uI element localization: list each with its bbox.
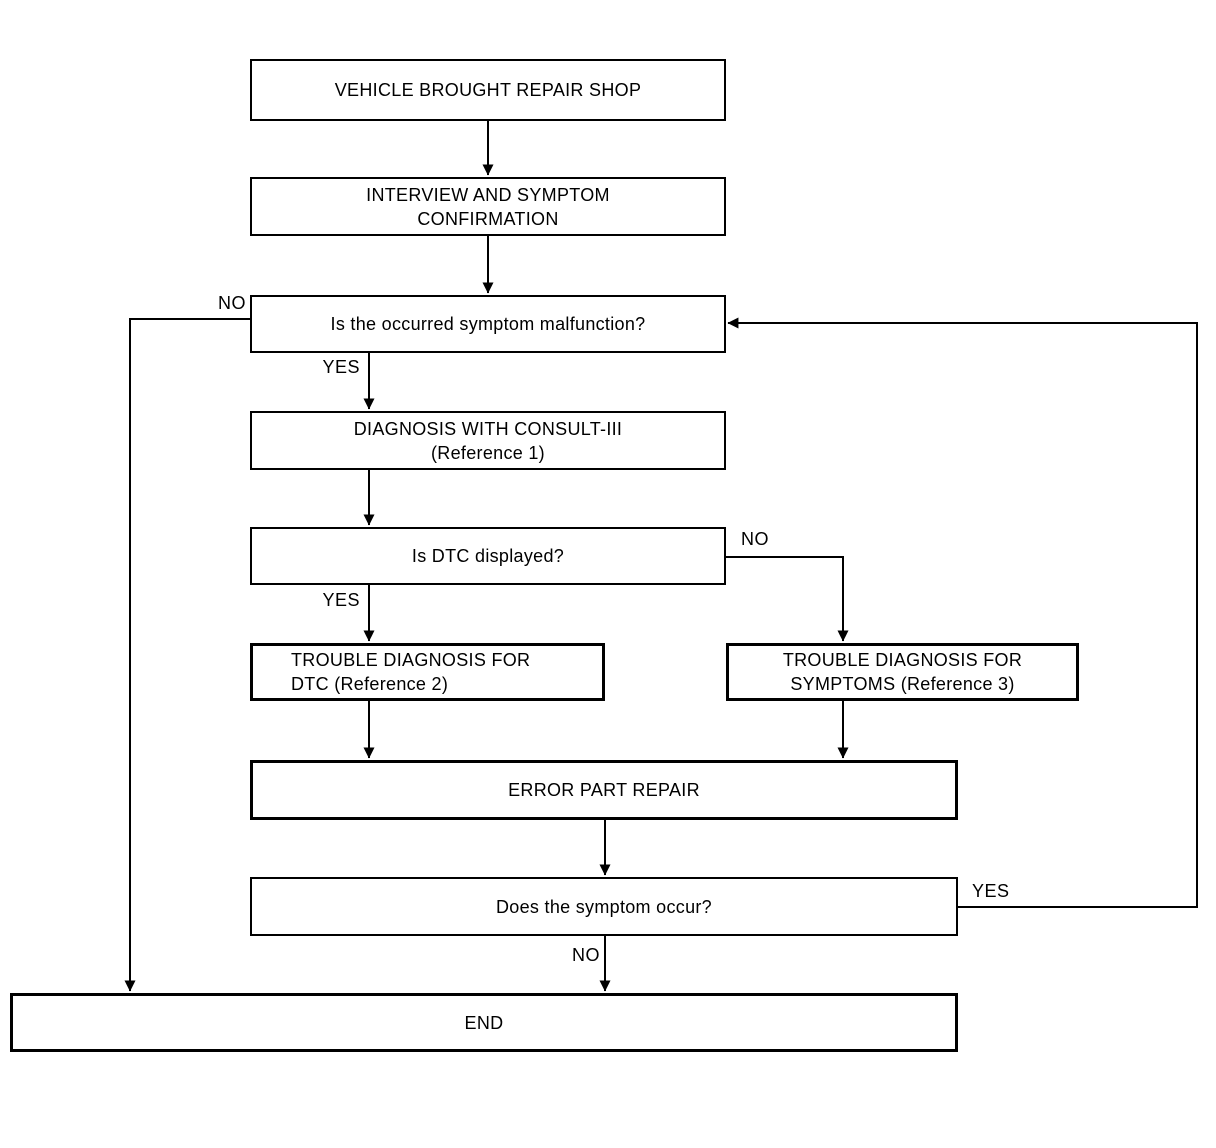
node-diagnosis-with-consult-iii: DIAGNOSIS WITH CONSULT-III (Reference 1) (250, 411, 726, 470)
node-end: END (10, 993, 958, 1052)
node-label: Is the occurred symptom malfunction? (330, 314, 646, 334)
node-interview-and-symptom-confirmation: INTERVIEW AND SYMPTOM CONFIRMATION (250, 177, 726, 236)
node-label-line1: TROUBLE DIAGNOSIS FOR (782, 650, 1023, 670)
node-label-line1: INTERVIEW AND SYMPTOM (366, 184, 610, 205)
node-is-occurred-symptom-malfunction: Is the occurred symptom malfunction? (250, 295, 726, 353)
node-label-line2: (Reference 1) (431, 442, 545, 463)
edge-dtc-no-to-trouble-symptoms (726, 556, 849, 642)
node-is-dtc-displayed: Is DTC displayed? (250, 527, 726, 585)
node-does-the-symptom-occur: Does the symptom occur? (250, 877, 958, 936)
node-vehicle-brought-repair-shop: VEHICLE BROUGHT REPAIR SHOP (250, 59, 726, 121)
node-trouble-diagnosis-for-dtc: TROUBLE DIAGNOSIS FOR DTC (Reference 2) (250, 643, 605, 701)
edge-malfunction-no-to-end (124, 318, 250, 992)
node-label: END (464, 1012, 504, 1033)
node-label-line2: DTC (Reference 2) (291, 674, 449, 694)
node-label: ERROR PART REPAIR (508, 780, 700, 800)
node-label-line2: SYMPTOMS (Reference 3) (790, 674, 1015, 694)
node-label-line2: CONFIRMATION (417, 208, 559, 229)
node-label: Does the symptom occur? (496, 896, 712, 917)
edge-label-no-malfunction: NO (218, 293, 246, 313)
node-error-part-repair: ERROR PART REPAIR (250, 760, 958, 820)
edge-label-yes-malfunction: YES (322, 357, 360, 377)
node-label-line1: DIAGNOSIS WITH CONSULT-III (353, 418, 623, 439)
node-label: VEHICLE BROUGHT REPAIR SHOP (334, 80, 642, 100)
node-trouble-diagnosis-for-symptoms: TROUBLE DIAGNOSIS FOR SYMPTOMS (Referenc… (726, 643, 1079, 701)
edge-label-no-dtc: NO (741, 529, 769, 549)
edge-symptom-occur-yes-loop (727, 317, 1198, 908)
node-label: Is DTC displayed? (411, 546, 565, 566)
node-label-line1: TROUBLE DIAGNOSIS FOR (291, 650, 531, 670)
edge-label-yes-symptom-occur: YES (972, 881, 1010, 901)
edge-label-yes-dtc: YES (322, 590, 360, 610)
edge-label-no-symptom-occur: NO (572, 945, 600, 965)
